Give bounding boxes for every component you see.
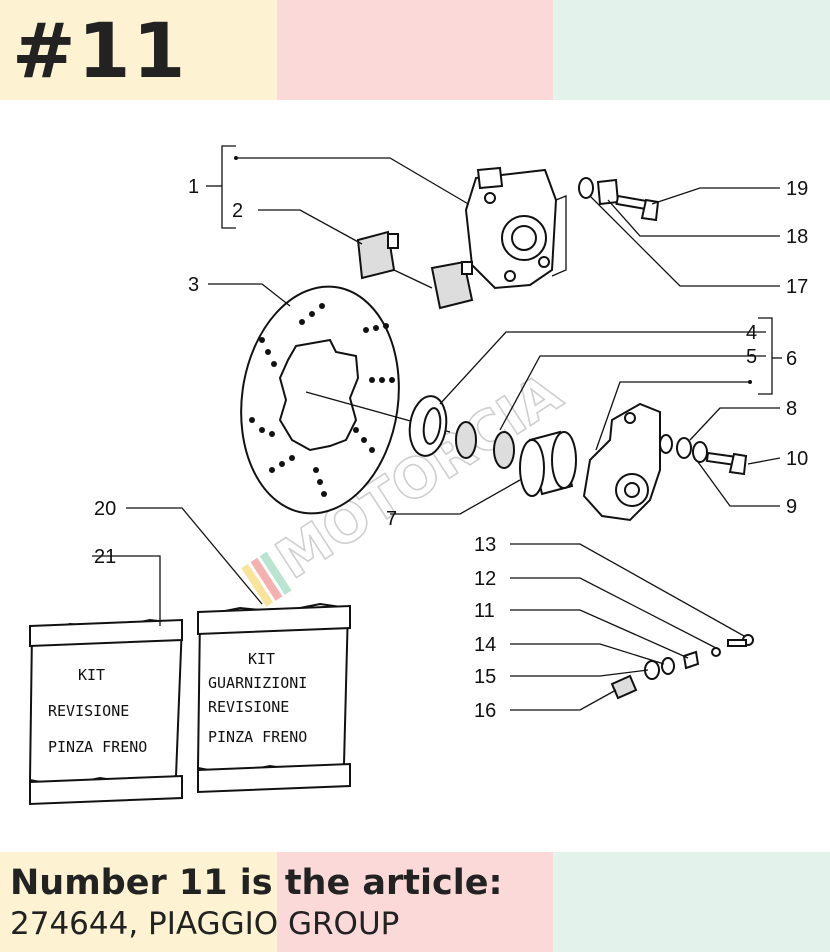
leader-9	[697, 461, 780, 507]
callout-12: 12	[474, 568, 496, 590]
kit-left-line-1: KIT	[78, 666, 105, 684]
callout-7: 7	[386, 508, 397, 530]
callout-18: 18	[786, 226, 808, 248]
leader-2	[258, 209, 363, 245]
caliper-support	[582, 402, 661, 522]
callout-numbers: 1 2 3 4 5 6 7 8 9 10 11 12 13 14 15 16 1…	[94, 176, 808, 722]
leader-4	[439, 331, 766, 405]
kit-bag-left: KIT REVISIONE PINZA FRENO	[28, 618, 184, 806]
leader-20	[126, 507, 263, 605]
callout-20: 20	[94, 498, 116, 520]
article-caption: Number 11 is the article:	[10, 863, 503, 903]
roller-bearings	[455, 421, 515, 469]
leader-1-caliper	[236, 157, 471, 206]
callout-9: 9	[786, 496, 797, 518]
leader-13	[510, 543, 745, 637]
callout-3: 3	[188, 274, 199, 296]
oil-seal	[408, 395, 448, 457]
bracket-6	[758, 317, 773, 395]
kit-right-line-3: REVISIONE	[208, 698, 289, 716]
leader-16	[510, 689, 617, 711]
callout-15: 15	[474, 666, 496, 688]
leader-3	[208, 283, 291, 307]
footer-stripe-mint	[553, 852, 830, 952]
callout-4: 4	[746, 322, 757, 344]
callout-11: 11	[474, 600, 495, 622]
leader-19	[651, 187, 780, 205]
kit-right-line-1: KIT	[248, 650, 275, 668]
header-stripe-mint	[553, 0, 830, 100]
brake-pads	[356, 230, 474, 310]
leader-17	[589, 195, 780, 287]
leader-15	[510, 669, 649, 677]
kit-bag-right: KIT GUARNIZIONI REVISIONE PINZA FRENO	[196, 602, 351, 794]
spacer-bushing	[519, 430, 577, 497]
leader-10	[747, 457, 781, 465]
part-number-title: #11	[12, 6, 188, 95]
leader-11	[510, 609, 689, 659]
callout-2: 2	[232, 200, 243, 222]
leader-18	[607, 199, 780, 237]
callout-8: 8	[786, 398, 797, 420]
brake-caliper	[464, 166, 567, 290]
caliper-bolt-set	[578, 177, 660, 222]
leader-8	[689, 407, 780, 441]
bleeder-parts	[610, 634, 754, 700]
exploded-parts-diagram: MOTORCIA	[28, 145, 808, 806]
callout-17: 17	[786, 276, 808, 298]
callout-10: 10	[786, 448, 808, 470]
kit-left-line-3: PINZA FRENO	[48, 738, 147, 756]
leader-7	[390, 479, 521, 515]
callout-14: 14	[474, 634, 496, 656]
header-stripe-pink	[276, 0, 554, 100]
leader-21	[92, 555, 161, 626]
callout-13: 13	[474, 534, 496, 556]
kit-left-line-2: REVISIONE	[48, 702, 129, 720]
kit-right-line-2: GUARNIZIONI	[208, 674, 307, 692]
kit-right-line-4: PINZA FRENO	[208, 728, 307, 746]
callout-5: 5	[746, 346, 757, 368]
footer-stripe-pink	[276, 852, 554, 952]
leader-14	[510, 643, 665, 665]
bracket-1	[221, 145, 236, 229]
callout-21: 21	[94, 546, 116, 568]
callout-19: 19	[786, 178, 808, 200]
callout-6: 6	[786, 348, 797, 370]
article-number: 274644, PIAGGIO GROUP	[10, 906, 400, 942]
header-stripe-yellow	[0, 0, 277, 100]
callout-16: 16	[474, 700, 496, 722]
footer-stripe-yellow	[0, 852, 277, 952]
leader-12	[510, 577, 717, 649]
callout-1: 1	[188, 176, 199, 198]
support-fasteners	[659, 434, 748, 476]
footer-band	[0, 852, 830, 952]
leader-5	[499, 355, 766, 431]
header-band	[0, 0, 830, 100]
